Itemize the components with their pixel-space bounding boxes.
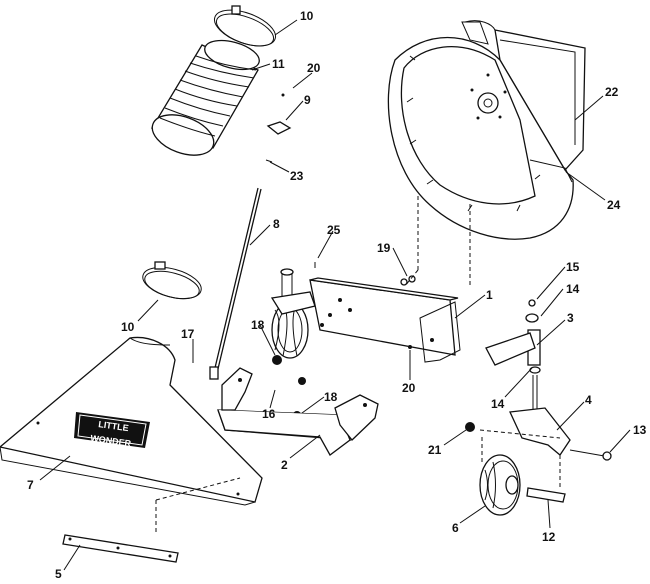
- callout-24: 24: [607, 198, 621, 212]
- callout-18-upper: 18: [251, 318, 265, 332]
- callout-4: 4: [585, 393, 592, 407]
- callout-12: 12: [542, 530, 556, 544]
- nuts-18: [272, 355, 306, 419]
- callout-6: 6: [452, 521, 459, 535]
- washer-20: [408, 345, 412, 349]
- strap: [62, 534, 179, 563]
- brand-logo: LITTLE WONDER: [74, 412, 150, 449]
- leader-lines: [39, 19, 631, 571]
- intake-hose: [151, 39, 260, 156]
- rear-caster-assembly: [485, 299, 612, 461]
- nut-21: [465, 422, 475, 432]
- callout-10-left: 10: [121, 320, 135, 334]
- callout-25: 25: [327, 223, 341, 237]
- callout-15: 15: [566, 260, 580, 274]
- callout-20-lower: 20: [402, 381, 416, 395]
- callout-9: 9: [304, 93, 311, 107]
- callout-17: 17: [181, 327, 195, 341]
- callout-7: 7: [27, 478, 34, 492]
- callout-8: 8: [273, 217, 280, 231]
- callout-18-lower: 18: [324, 390, 338, 404]
- callout-13: 13: [633, 423, 647, 437]
- rear-wheel: [479, 454, 521, 516]
- callout-14-top: 14: [566, 282, 580, 296]
- hose-clamp-left: [142, 261, 202, 300]
- support-rod: [209, 187, 262, 380]
- assembly-guides: [155, 196, 561, 535]
- callout-22: 22: [605, 85, 619, 99]
- callout-10-top: 10: [300, 9, 314, 23]
- caster-wheel: [270, 268, 316, 359]
- hose-clamp-top: [213, 5, 277, 47]
- callout-23: 23: [290, 169, 304, 183]
- callout-2: 2: [281, 458, 288, 472]
- main-frame: [309, 277, 461, 363]
- callout-19: 19: [377, 241, 391, 255]
- lower-bracket: [217, 367, 379, 456]
- callout-16: 16: [262, 407, 276, 421]
- callout-20-top: 20: [307, 61, 321, 75]
- callout-14-lower: 14: [491, 397, 505, 411]
- callouts: 10 11 20 9 23 8 25 19 22 24 15 14 3 1 10…: [27, 9, 647, 581]
- callout-5: 5: [55, 567, 62, 581]
- brand-logo-line1: LITTLE: [98, 419, 130, 433]
- callout-21: 21: [428, 443, 442, 457]
- small-hardware: [265, 93, 292, 163]
- axle: [526, 487, 566, 503]
- fasteners-19-25: [314, 262, 416, 286]
- blower-housing: [387, 20, 586, 240]
- callout-3: 3: [567, 311, 574, 325]
- callout-11: 11: [272, 57, 285, 71]
- callout-1: 1: [486, 288, 493, 302]
